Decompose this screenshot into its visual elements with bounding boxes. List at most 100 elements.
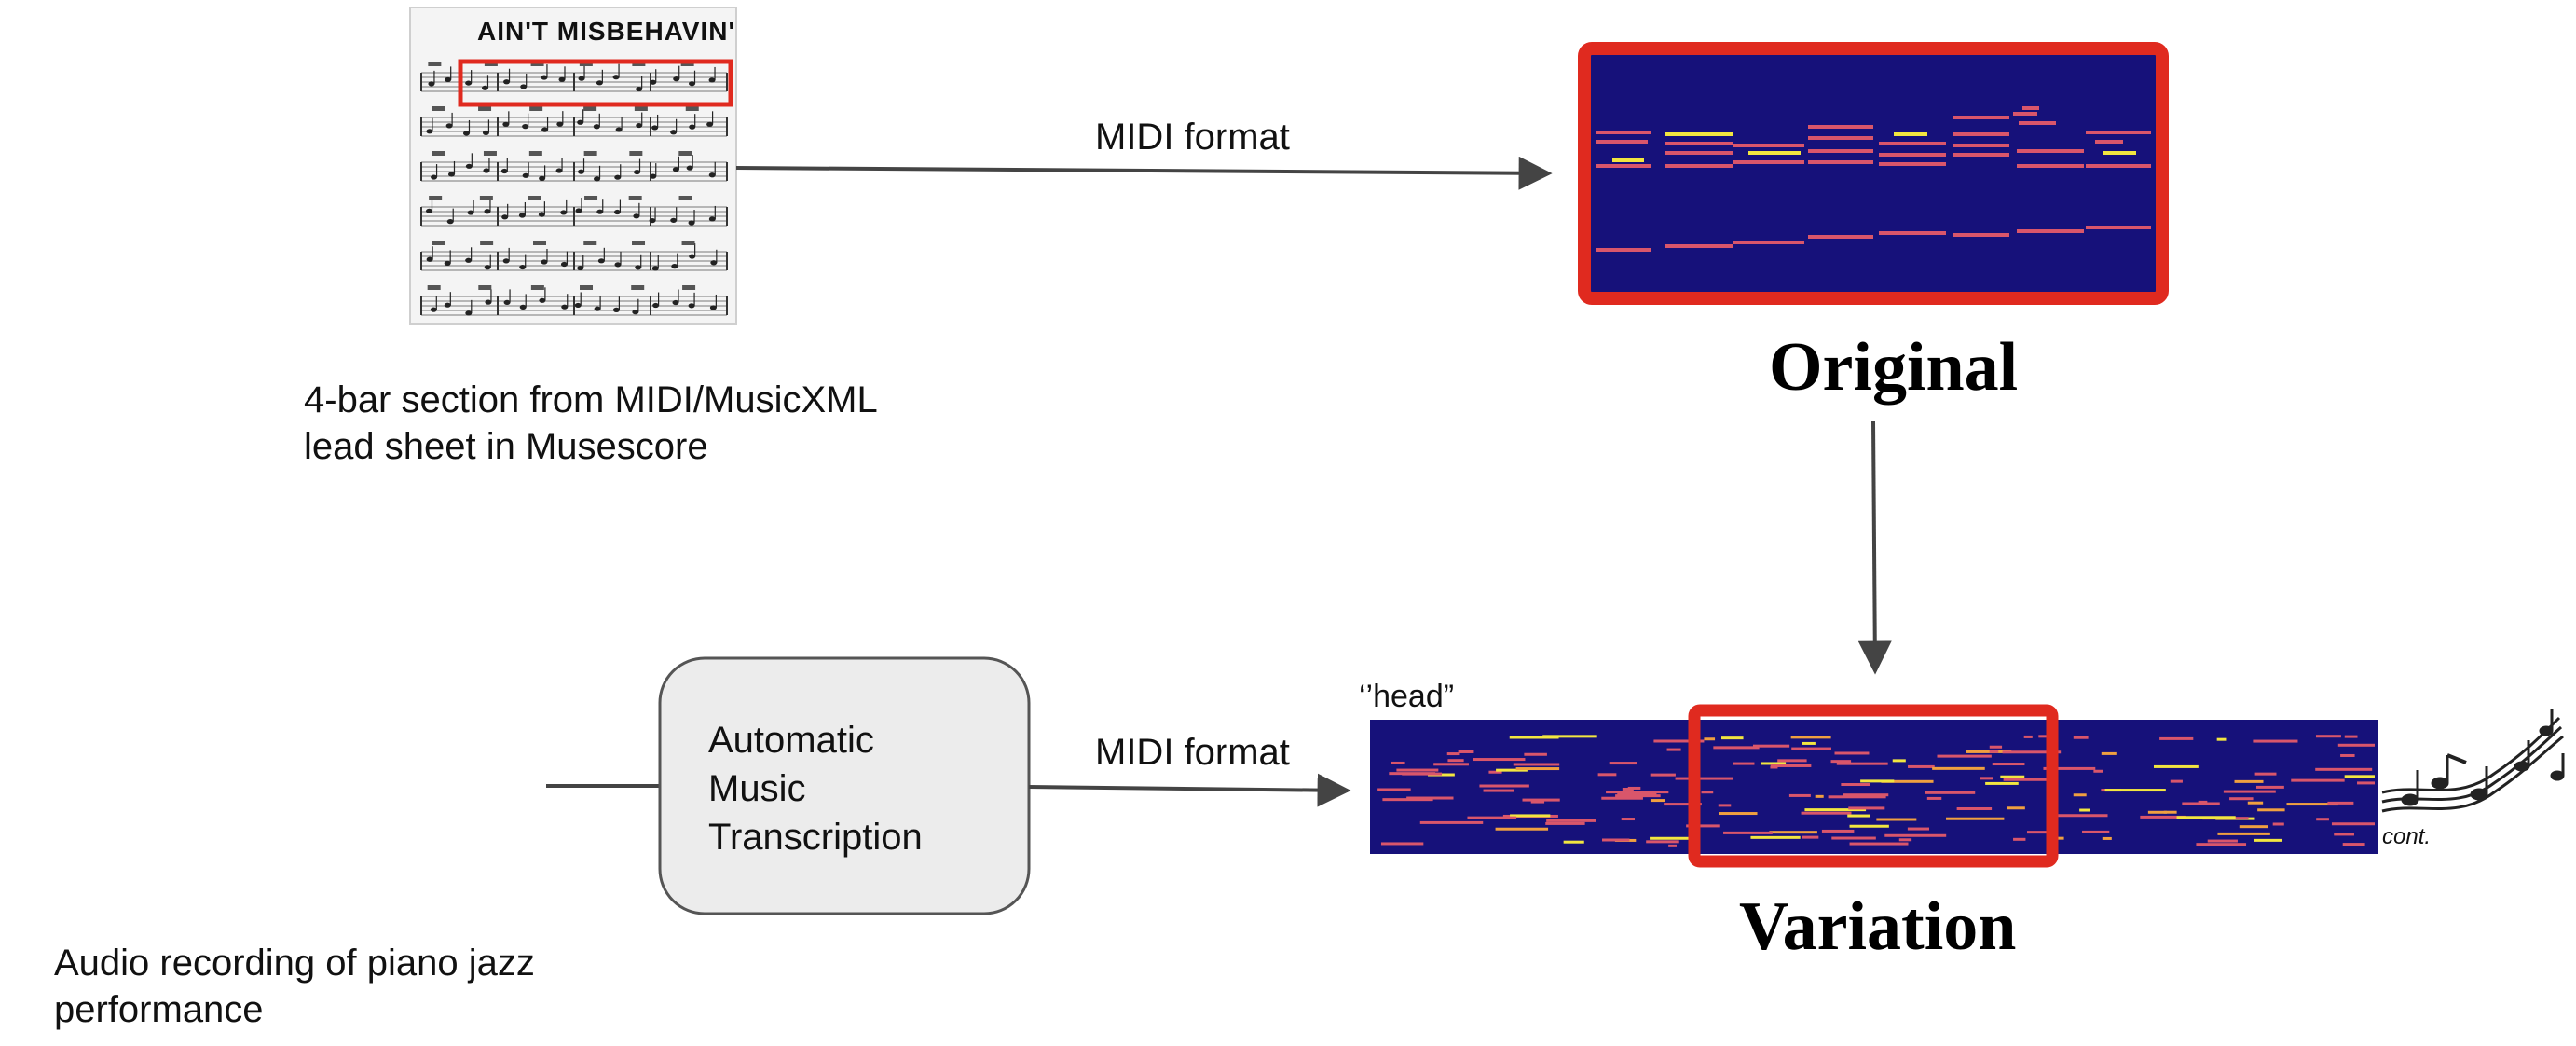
roll-note: [1989, 750, 1999, 753]
roll-note: [2217, 832, 2270, 835]
roll-note: [1606, 791, 1669, 794]
chord-symbol-mark: [432, 151, 445, 156]
note-head: [578, 76, 585, 81]
roll-note: [1733, 241, 1804, 244]
roll-note: [2315, 767, 2373, 771]
note-head: [650, 79, 657, 85]
roll-note: [1601, 796, 1643, 800]
roll-note: [1808, 136, 1873, 140]
roll-note: [1665, 164, 1733, 168]
audio-caption-line2: performance: [54, 989, 264, 1030]
note-head: [561, 304, 569, 310]
roll-note: [2000, 775, 2025, 778]
note-head: [689, 254, 696, 259]
roll-note: [2234, 779, 2264, 783]
roll-note: [2101, 751, 2117, 755]
roll-note: [1612, 158, 1644, 162]
roll-note: [1831, 836, 1876, 840]
note-head: [502, 121, 510, 127]
roll-note: [1750, 835, 1801, 839]
roll-note: [1836, 762, 1888, 765]
roll-note: [1621, 818, 1635, 821]
roll-note: [1665, 142, 1733, 145]
roll-note: [1770, 764, 1812, 767]
lead-sheet-highlight-frame: [458, 59, 733, 107]
roll-note: [2003, 778, 2059, 781]
note-head: [688, 220, 695, 226]
variation-label: Variation: [1739, 888, 2017, 965]
roll-note: [1884, 833, 1947, 837]
note-head: [556, 121, 564, 127]
roll-note: [1522, 798, 1560, 802]
roll-note: [1828, 795, 1886, 799]
chord-symbol-mark: [427, 285, 441, 290]
chord-symbol-mark: [583, 151, 597, 156]
roll-note: [1664, 803, 1702, 806]
roll-note: [2257, 808, 2285, 812]
note-head: [672, 299, 679, 306]
roll-note: [2043, 766, 2096, 770]
roll-note: [1382, 798, 1433, 802]
roll-note: [2342, 843, 2365, 846]
original-highlight-frame: [1578, 42, 2169, 305]
roll-note: [2026, 831, 2047, 834]
chord-symbol-mark: [678, 196, 692, 200]
note-head: [539, 297, 546, 303]
roll-note: [1419, 820, 1484, 824]
note-head: [502, 258, 510, 264]
roll-note: [1622, 787, 1634, 791]
head-label: ‘’head”: [1359, 679, 1455, 714]
note-head: [594, 306, 601, 311]
note-head: [708, 172, 716, 178]
roll-note: [1733, 160, 1804, 164]
transcription-line3: Transcription: [708, 817, 923, 858]
roll-note: [2207, 839, 2238, 843]
roll-note: [2316, 818, 2329, 821]
roll-note: [1966, 750, 2012, 753]
note-head: [465, 80, 473, 86]
roll-note: [1761, 762, 1787, 765]
roll-note: [1483, 789, 1514, 792]
note-head: [649, 217, 656, 224]
roll-note: [1510, 814, 1551, 818]
roll-note: [1808, 235, 1873, 239]
roll-note: [2048, 814, 2108, 818]
roll-note: [1879, 142, 1946, 145]
roll-note: [1650, 799, 1665, 803]
note-head: [708, 216, 716, 222]
down-arrow: [1857, 420, 1892, 675]
chord-symbol-mark: [478, 106, 492, 111]
roll-note: [1752, 744, 1790, 748]
roll-note: [1894, 132, 1927, 136]
roll-note: [2176, 816, 2236, 819]
note-head: [465, 310, 473, 316]
roll-note: [2334, 833, 2354, 836]
roll-note: [2023, 735, 2033, 738]
roll-note: [2229, 797, 2254, 801]
note-head: [485, 299, 492, 305]
roll-note: [1596, 248, 1651, 252]
roll-note: [1879, 162, 1946, 166]
chord-symbol-mark: [583, 106, 597, 111]
roll-note: [2253, 739, 2298, 743]
note-head: [594, 176, 601, 182]
note-head: [706, 121, 714, 127]
chord-symbol-mark: [580, 285, 594, 290]
roll-note: [2095, 140, 2123, 144]
lead-sheet-title: AIN'T MISBEHAVIN': [477, 17, 736, 46]
chord-symbol-mark: [478, 285, 492, 290]
roll-note: [2019, 121, 2056, 125]
roll-note: [1473, 758, 1526, 762]
roll-note: [1701, 791, 1714, 794]
roll-note: [1704, 737, 1716, 741]
roll-note: [2086, 164, 2151, 168]
note-head: [708, 77, 716, 83]
chord-symbol-mark: [528, 196, 541, 200]
chord-symbol-mark: [432, 241, 445, 245]
roll-note: [1953, 153, 2009, 157]
roll-note: [2344, 735, 2358, 738]
note-head: [613, 209, 621, 215]
roll-note: [1848, 806, 1885, 810]
roll-note: [1668, 844, 1677, 847]
